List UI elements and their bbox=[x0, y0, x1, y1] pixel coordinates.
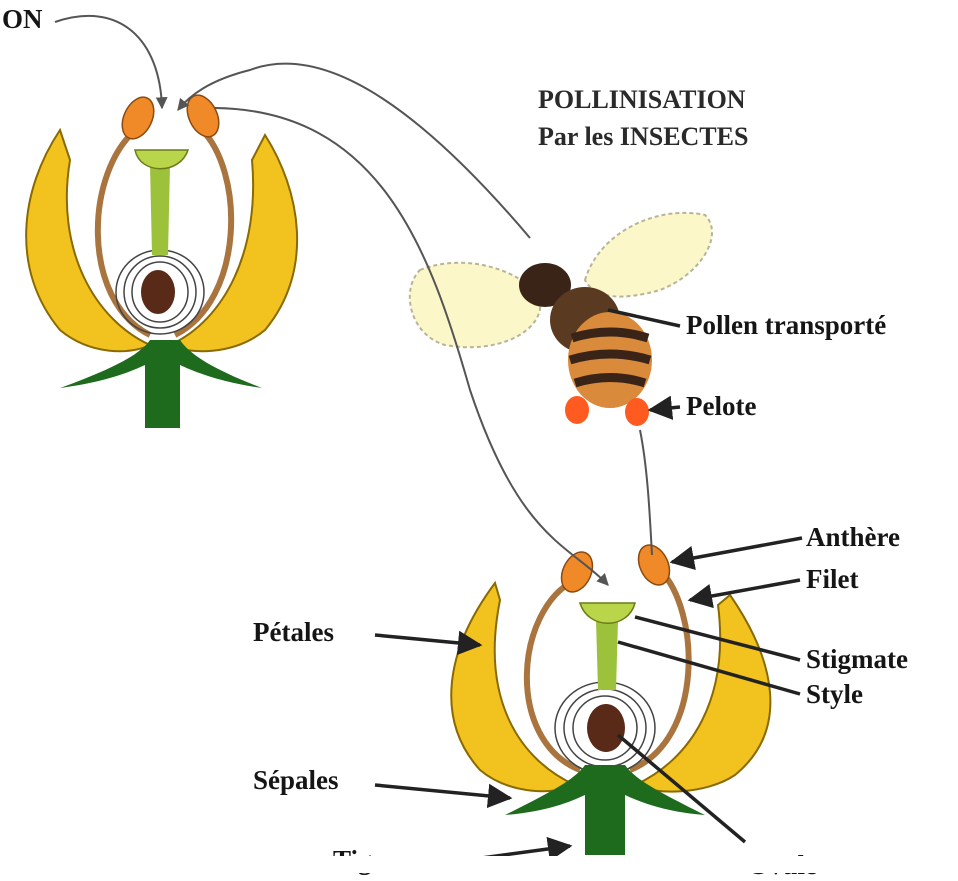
ovule-bottom bbox=[587, 704, 625, 752]
pelote-left bbox=[565, 396, 589, 424]
anther-left-top bbox=[116, 92, 160, 144]
arrow-style bbox=[618, 642, 800, 694]
petal-right-top bbox=[170, 135, 297, 351]
title-line-2: Par les INSECTES bbox=[538, 122, 748, 152]
bee-wing-left bbox=[410, 263, 541, 348]
path-fragment-to-top bbox=[55, 16, 162, 108]
arrow-anthere bbox=[672, 538, 802, 562]
style-top bbox=[150, 165, 170, 255]
title-line-1: POLLINISATION bbox=[538, 85, 746, 115]
arrow-sepales bbox=[375, 785, 510, 798]
stigma-top bbox=[135, 150, 188, 169]
ovule-top bbox=[141, 270, 175, 314]
filament-left-bottom bbox=[527, 580, 580, 770]
label-top-left-fragment: ON bbox=[2, 4, 43, 35]
bee bbox=[410, 213, 712, 426]
petal-right-bottom bbox=[635, 595, 770, 792]
bee-abdomen bbox=[568, 312, 652, 408]
stigma-bottom bbox=[580, 603, 635, 623]
label-style: Style bbox=[806, 679, 863, 710]
label-stigmate: Stigmate bbox=[806, 644, 908, 675]
sepal-top bbox=[60, 340, 262, 428]
label-filet: Filet bbox=[806, 564, 858, 595]
bee-wing-right bbox=[585, 213, 712, 297]
arrow-filet bbox=[690, 580, 800, 600]
flower-top-left bbox=[26, 90, 297, 428]
label-pelote: Pelote bbox=[686, 391, 756, 422]
label-sepales: Sépales bbox=[253, 765, 339, 796]
arrow-pelote bbox=[650, 407, 680, 410]
path-bee-to-anther bbox=[640, 430, 652, 555]
flower-bottom bbox=[451, 540, 770, 855]
label-anthere: Anthère bbox=[806, 522, 900, 553]
pelote-right bbox=[625, 398, 649, 426]
filament-right-bottom bbox=[630, 570, 689, 770]
style-bottom bbox=[596, 620, 618, 690]
label-pollen: Pollen transporté bbox=[686, 310, 886, 341]
petal-left-bottom bbox=[451, 583, 575, 791]
anther-right-top bbox=[181, 90, 225, 142]
label-petales: Pétales bbox=[253, 617, 334, 648]
bottom-crop-strip bbox=[0, 856, 958, 873]
